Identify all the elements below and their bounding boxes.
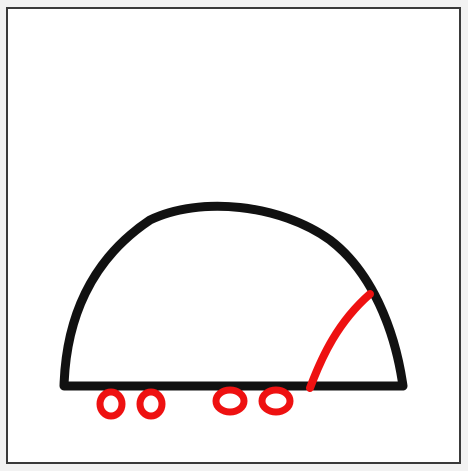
leg-oval-3 <box>212 386 248 416</box>
leg-oval-2 <box>136 388 166 420</box>
body-outline <box>59 201 408 391</box>
leg-oval-4 <box>258 386 294 416</box>
head-separator-line <box>306 290 374 392</box>
leg-oval-1 <box>96 388 126 420</box>
